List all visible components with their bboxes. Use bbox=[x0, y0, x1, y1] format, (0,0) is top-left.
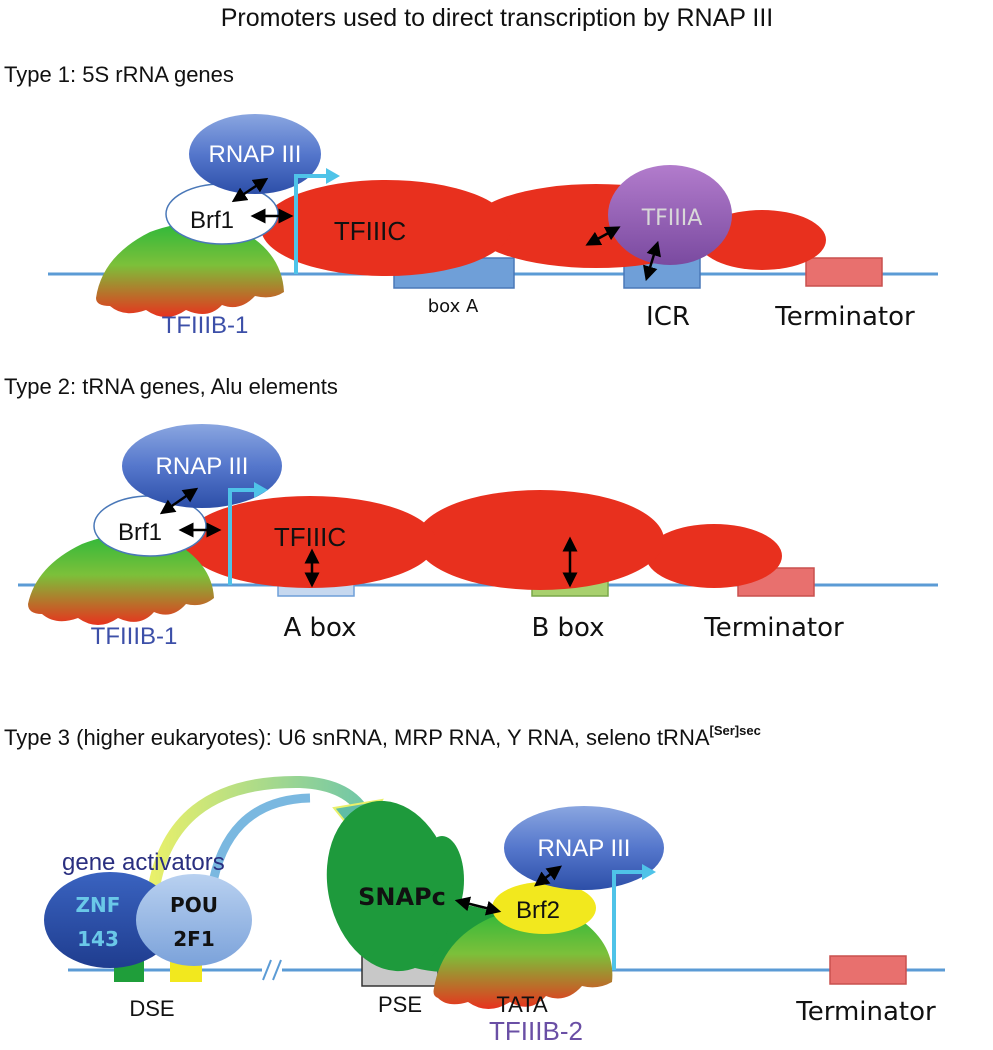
type3-terminator-box bbox=[829, 955, 907, 985]
type3-pou-label-line2: 2F1 bbox=[173, 927, 215, 951]
type2-tfiiic-label: TFIIIC bbox=[274, 522, 346, 552]
type1-terminator-box bbox=[805, 257, 883, 287]
type3-dna-break-mark1 bbox=[262, 959, 272, 981]
type1-arrow-tfiiia-tfiiic bbox=[585, 226, 621, 246]
type3-pse-label: PSE bbox=[378, 992, 422, 1017]
type1-arrow-rnap-brf1 bbox=[231, 177, 269, 203]
type1-heading: Type 1: 5S rRNA genes bbox=[4, 62, 234, 87]
type1-box-a-label: box A bbox=[428, 296, 479, 317]
type3-brf2 bbox=[492, 882, 596, 934]
type1-terminator-label: Terminator bbox=[774, 302, 915, 332]
type3-arrow-rnap-brf2 bbox=[534, 865, 562, 887]
type1-tfiiic-lobe1 bbox=[261, 180, 511, 276]
type2-panel: Type 2: tRNA genes, Alu elements RNAP II… bbox=[4, 374, 938, 650]
type1-tfiiia bbox=[608, 165, 732, 265]
type3-tss-arrowhead bbox=[642, 864, 656, 880]
type3-dse-label: DSE bbox=[129, 996, 174, 1021]
type3-tfiiib-label: TFIIIB-2 bbox=[489, 1016, 583, 1046]
type1-tfiiib-shape bbox=[96, 222, 284, 317]
type2-tfiiic-lobe3 bbox=[646, 524, 782, 588]
type2-heading: Type 2: tRNA genes, Alu elements bbox=[4, 374, 338, 399]
type2-b-box-label: B box bbox=[531, 613, 604, 643]
figure-title: Promoters used to direct transcription b… bbox=[221, 4, 774, 32]
type2-rnap3 bbox=[122, 424, 282, 508]
type2-tfiiic-lobe1 bbox=[184, 496, 436, 588]
type2-tfiiic-lobe2 bbox=[416, 490, 664, 590]
type3-znf-label-line1: ZNF bbox=[76, 893, 121, 917]
type2-brf1-label: Brf1 bbox=[118, 519, 162, 546]
type3-activation-arc-outer bbox=[146, 775, 372, 901]
type1-rnap3-label: RNAP III bbox=[209, 141, 302, 168]
type3-heading-main: Type 3 (higher eukaryotes): U6 snRNA, MR… bbox=[4, 725, 710, 750]
type1-tfiiib-label: TFIIIB-1 bbox=[162, 312, 249, 339]
type2-tfiiib-shape bbox=[28, 533, 214, 625]
type1-tss-arrowhead bbox=[326, 168, 340, 184]
type3-heading: Type 3 (higher eukaryotes): U6 snRNA, MR… bbox=[4, 723, 761, 750]
type2-tfiiib-label: TFIIIB-1 bbox=[91, 623, 178, 650]
type2-arrow-rnap-brf1 bbox=[159, 487, 199, 515]
type3-panel: Type 3 (higher eukaryotes): U6 snRNA, MR… bbox=[4, 723, 945, 1046]
type2-tss-arrow bbox=[228, 488, 256, 585]
type3-tss-arrow bbox=[612, 870, 644, 970]
type3-pou-label-line1: POU bbox=[170, 893, 218, 917]
type1-rnap3 bbox=[189, 114, 321, 194]
type1-arrow-tfiiia-icr bbox=[643, 240, 661, 282]
type1-tss-arrow bbox=[294, 174, 328, 274]
type2-tss-arrowhead bbox=[254, 482, 268, 498]
type3-rnap3-label: RNAP III bbox=[538, 835, 631, 862]
type3-znf-label-line2: 143 bbox=[77, 927, 119, 951]
type3-snapc-label: SNAPc bbox=[358, 883, 446, 911]
type1-tfiiia-label: TFIIIA bbox=[641, 206, 703, 231]
type3-gene-activators-label: gene activators bbox=[62, 849, 225, 876]
type1-tfiiic-label: TFIIIC bbox=[334, 216, 406, 246]
type3-heading-superscript: [Ser]sec bbox=[710, 723, 761, 738]
type3-terminator-label: Terminator bbox=[795, 997, 936, 1027]
type3-brf2-label: Brf2 bbox=[516, 897, 560, 924]
type3-pou2f1 bbox=[136, 874, 252, 966]
type3-dna-break-mark2 bbox=[272, 959, 282, 981]
type1-panel: Type 1: 5S rRNA genes RNAP III Brf1 TFII… bbox=[4, 62, 938, 339]
type2-rnap3-label: RNAP III bbox=[156, 453, 249, 480]
type3-tfiiib-shape bbox=[433, 909, 613, 1009]
type3-znf143 bbox=[44, 872, 176, 968]
type3-arrow-snapc-brf2 bbox=[454, 896, 502, 916]
type3-snapc-lobe-main bbox=[326, 800, 454, 972]
type2-a-box-label: A box bbox=[283, 613, 356, 643]
type3-tata-label: TATA bbox=[496, 992, 548, 1017]
type2-terminator-label: Terminator bbox=[703, 613, 844, 643]
type1-brf1-label: Brf1 bbox=[190, 207, 234, 234]
type1-icr-label: ICR bbox=[646, 302, 690, 332]
